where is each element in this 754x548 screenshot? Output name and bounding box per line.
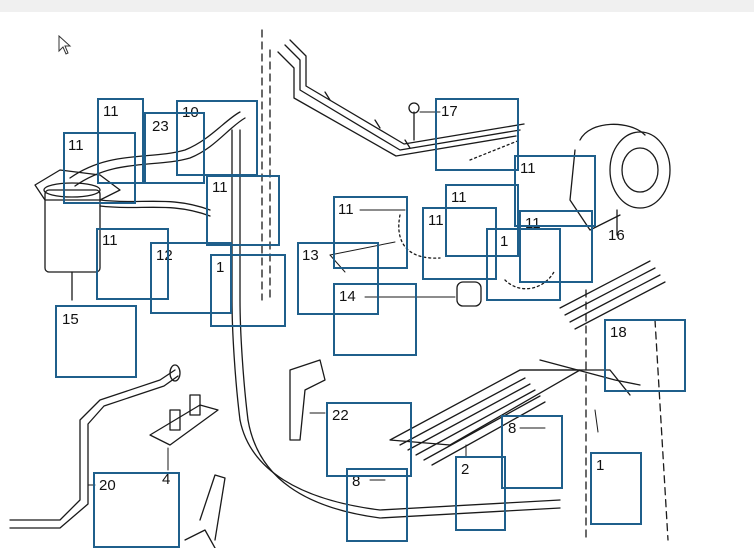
callout-16: 16 [608, 227, 625, 244]
callout-2: 2 [461, 461, 470, 478]
hotspot-17[interactable] [435, 98, 519, 171]
callout-11: 11 [428, 212, 444, 229]
callout-11: 11 [451, 189, 467, 206]
callout-11: 11 [520, 160, 536, 177]
leader-lines [87, 111, 599, 486]
callout-1: 1 [596, 457, 605, 474]
mouse-pointer-icon [58, 35, 72, 55]
callout-15: 15 [62, 311, 79, 328]
callout-17: 17 [441, 103, 458, 120]
hotspot-11-top[interactable] [97, 98, 144, 184]
callout-18: 18 [610, 324, 627, 341]
hotspot-11-center[interactable] [333, 196, 408, 269]
pressure-switch [456, 281, 482, 307]
bolt [408, 102, 420, 141]
hotspot-11-lower[interactable] [96, 228, 169, 300]
hotspot-11-center2[interactable] [445, 184, 519, 257]
hotspot-11-left[interactable] [63, 132, 136, 204]
hotspot-11-center3[interactable] [422, 207, 497, 280]
hotspot-14[interactable] [333, 283, 417, 356]
left-pipes [69, 111, 561, 519]
callout-14: 14 [339, 288, 356, 305]
callout-8: 8 [508, 420, 517, 437]
callout-8: 8 [352, 473, 361, 490]
callout-11: 11 [525, 215, 541, 232]
compressor [569, 123, 671, 236]
callout-4: 4 [162, 471, 171, 488]
hotspot-1-center[interactable] [486, 228, 561, 301]
callout-11: 11 [103, 103, 119, 120]
hotspot-1-left[interactable] [210, 254, 286, 327]
callout-11: 11 [102, 232, 118, 249]
window-top-strip [0, 0, 754, 12]
hotspot-8-right[interactable] [501, 415, 563, 489]
callout-11: 11 [68, 137, 84, 154]
hotspot-20[interactable] [93, 472, 180, 548]
lower-valve [184, 474, 226, 548]
hotspot-18[interactable] [604, 319, 686, 392]
oil-cooler [389, 359, 641, 466]
mount-bracket [149, 394, 219, 446]
hotspot-1-right[interactable] [590, 452, 642, 525]
callout-20: 20 [99, 477, 116, 494]
callout-22: 22 [332, 407, 349, 424]
callout-11: 11 [212, 179, 228, 196]
callout-23: 23 [152, 118, 169, 135]
callout-13: 13 [302, 247, 319, 264]
hotspot-11-far-right[interactable] [519, 210, 593, 283]
callout-1: 1 [216, 259, 225, 276]
hotspot-11-right[interactable] [514, 155, 596, 227]
receiver-drier [34, 169, 121, 301]
hotspot-12[interactable] [150, 242, 232, 314]
hotspot-2[interactable] [455, 456, 506, 531]
hoses [398, 139, 556, 290]
hotspot-11-mid[interactable] [206, 175, 280, 246]
lower-left-pipe [9, 364, 181, 529]
callout-11: 11 [338, 201, 354, 218]
condenser-tubes [559, 260, 666, 330]
hotspot-8-bottom[interactable] [346, 468, 408, 542]
hotspot-22[interactable] [326, 402, 412, 477]
hotspot-13[interactable] [297, 242, 379, 315]
hotspot-15[interactable] [55, 305, 137, 378]
bracket [289, 359, 326, 441]
callout-1: 1 [500, 233, 509, 250]
hotspot-23[interactable] [144, 112, 205, 184]
